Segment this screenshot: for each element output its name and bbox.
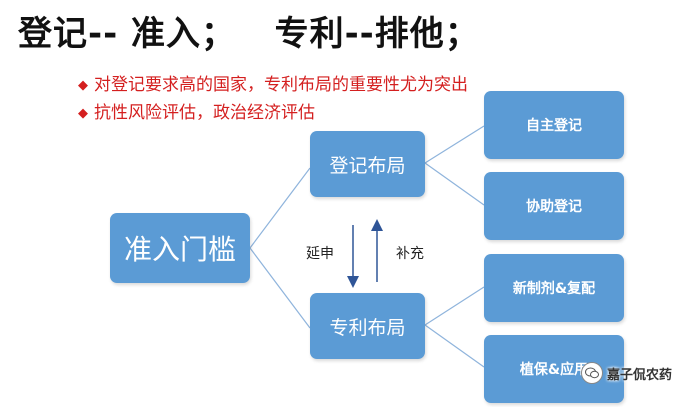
bullet-text-1: 对登记要求高的国家，专利布局的重要性尤为突出 <box>94 75 468 95</box>
bullet-item-2: ◆ 抗性风险评估，政治经济评估 <box>78 98 315 123</box>
page-title: 登记-- 准入； 专利--排他； <box>18 14 480 54</box>
watermark-text: 嘉子侃农药 <box>606 367 672 383</box>
connector-root-to-registration <box>249 167 311 249</box>
leaf-assisted-registration: 协助登记 <box>484 172 624 240</box>
bullet-text-2: 抗性风险评估，政治经济评估 <box>94 103 315 123</box>
connector-patent-to-leaf-4 <box>424 324 485 368</box>
root-node: 准入门槛 <box>110 213 250 283</box>
arrow-label-up: 补充 <box>396 246 424 262</box>
connector-registration-to-leaf-2 <box>424 162 485 206</box>
wechat-icon <box>580 362 603 384</box>
arrow-label-down: 延申 <box>306 246 334 262</box>
registration-layout-node: 登记布局 <box>310 131 425 197</box>
diamond-bullet-icon: ◆ <box>78 106 88 121</box>
leaf-self-registration: 自主登记 <box>484 91 624 159</box>
watermark: 嘉子侃农药 <box>580 362 672 384</box>
diamond-bullet-icon: ◆ <box>78 78 88 93</box>
leaf-formulation-compound: 新制剂&复配 <box>484 254 624 322</box>
connector-registration-to-leaf-1 <box>424 125 485 164</box>
bullet-item-1: ◆ 对登记要求高的国家，专利布局的重要性尤为突出 <box>78 70 468 95</box>
connector-root-to-patent <box>249 247 311 329</box>
connector-patent-to-leaf-3 <box>424 286 485 326</box>
patent-layout-node: 专利布局 <box>310 293 425 359</box>
